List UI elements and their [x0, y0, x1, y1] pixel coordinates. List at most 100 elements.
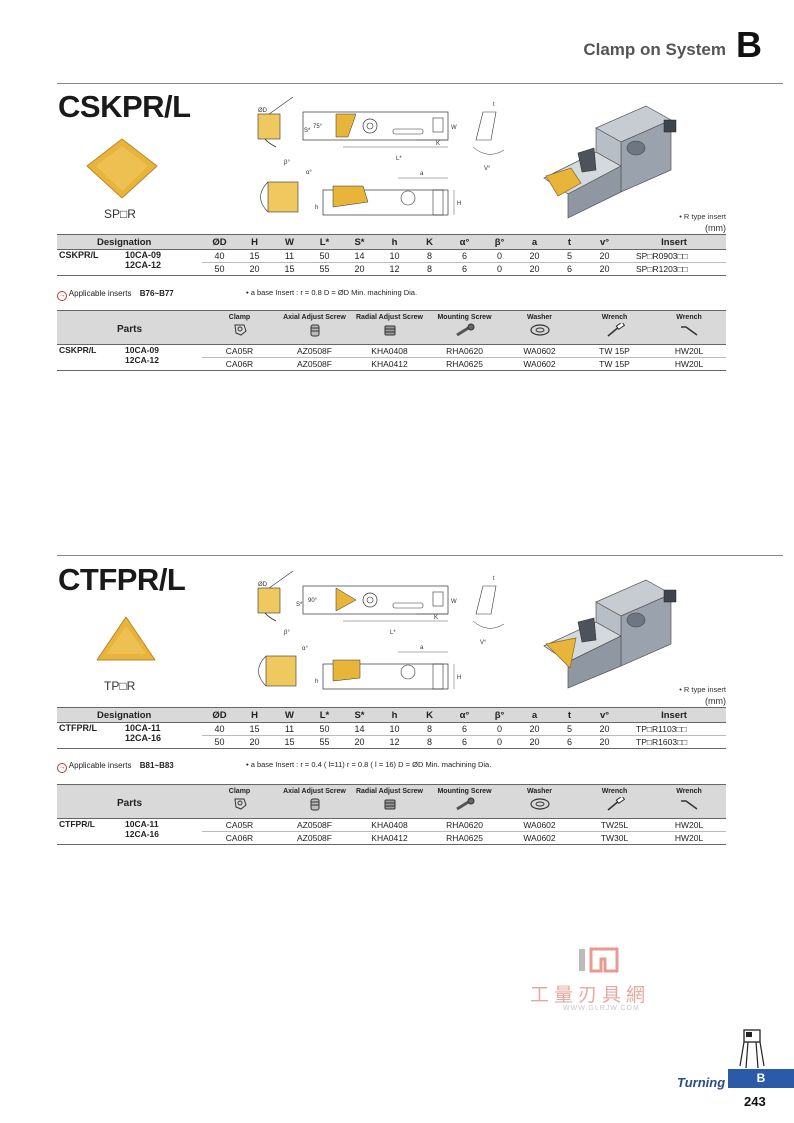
unit-label: (mm): [705, 223, 726, 233]
cell: TW 15P: [577, 344, 652, 358]
diagram-label-alpha: α°: [306, 170, 312, 176]
col-header: β°: [482, 707, 517, 723]
part-header-text: Radial Adjust Screw: [355, 788, 424, 795]
table-row: CTFPR/L 10CA-11 12CA-16 40 15 11 50 14 1…: [57, 722, 726, 749]
diagram-label-t: t: [493, 102, 495, 108]
cell: 15: [237, 722, 272, 736]
cell: RHA0625: [427, 831, 502, 845]
part-header-text: Clamp: [228, 314, 251, 321]
tool-dimension-diagram: ØD S* 90° L* K W t V° β° α° a h H: [257, 570, 505, 690]
cell: 8: [412, 735, 447, 749]
part-header-text: Axial Adjust Screw: [283, 788, 346, 795]
col-header: a: [517, 234, 552, 250]
cell: CA05R: [202, 818, 277, 832]
insert-image-triangle: [96, 616, 156, 661]
cell: KHA0412: [352, 831, 427, 845]
col-header: ØD: [202, 234, 237, 250]
cell: AZ0508F: [277, 831, 352, 845]
col-header: L*: [307, 707, 342, 723]
cell: 0: [482, 735, 517, 749]
torx-wrench-icon: [607, 797, 625, 811]
part-header-text: Wrench: [676, 314, 702, 321]
hex-wrench-icon: [681, 326, 698, 336]
cell: AZ0508F: [277, 344, 352, 358]
col-header: Designation: [57, 234, 202, 250]
applicable-inserts-link[interactable]: → Applicable inserts B81~B83: [57, 761, 174, 773]
cell: 14: [342, 249, 377, 263]
col-header: W: [272, 234, 307, 250]
cell: 6: [447, 249, 482, 263]
table-row: 50 20 15 55 20 12 8 6 0 20 6 20 TP□R1603…: [57, 735, 726, 749]
diagram-label-v: V°: [484, 166, 491, 172]
diagram-label-a: a: [420, 645, 424, 651]
designation-code: 12CA-16: [125, 733, 162, 743]
arrow-circle-icon: →: [57, 763, 67, 773]
clamp-icon: [233, 798, 247, 810]
cell: 8: [412, 262, 447, 276]
col-header: t: [552, 707, 587, 723]
diagram-label-beta: β°: [284, 630, 290, 636]
cell: WA0602: [502, 818, 577, 832]
cell: 50: [202, 262, 237, 276]
series-label: CSKPR/L: [59, 345, 97, 355]
cell: 11: [272, 249, 307, 263]
insert-code: TP□R1103□□: [622, 722, 726, 736]
diagram-label-diameter: ØD: [258, 582, 268, 588]
table-row: 50 20 15 55 20 12 8 6 0 20 6 20 SP□R1203…: [57, 262, 726, 276]
col-header: K: [412, 707, 447, 723]
insert-type-label: SP□R: [104, 207, 136, 221]
cell: RHA0625: [427, 357, 502, 371]
col-header: Designation: [57, 707, 202, 723]
col-header: Insert: [622, 234, 726, 250]
part-header-text: Mounting Screw: [437, 788, 492, 795]
unit-label: (mm): [705, 696, 726, 706]
series-name: CSKPR/L 10CA-09 12CA-12: [57, 344, 202, 371]
footnote: • a base Insert : r = 0.8 D = ØD Min. ma…: [246, 288, 418, 297]
diagram-label-angle: 90°: [308, 598, 318, 604]
insert-code: TP□R1603□□: [622, 735, 726, 749]
applicable-label: Applicable inserts: [68, 289, 132, 298]
col-header: W: [272, 707, 307, 723]
cell: 0: [482, 262, 517, 276]
col-header: v°: [587, 707, 622, 723]
part-header-wrench-hex: Wrench: [652, 784, 726, 819]
designation-code: 10CA-11: [125, 723, 161, 733]
cell: 12: [377, 262, 412, 276]
cell: 6: [447, 735, 482, 749]
col-header: K: [412, 234, 447, 250]
spec-table: Designation ØD H W L* S* h K α° β° a t v…: [57, 707, 726, 749]
part-header-radial: Radial Adjust Screw: [352, 784, 427, 819]
applicable-inserts-link[interactable]: → Applicable inserts B76~B77: [57, 289, 174, 301]
axial-screw-icon: [310, 798, 319, 811]
cell: 50: [307, 722, 342, 736]
mounting-screw-icon: [455, 323, 474, 337]
parts-label: Parts: [57, 784, 202, 819]
cell: TW25L: [577, 818, 652, 832]
cell: AZ0508F: [277, 357, 352, 371]
cell: KHA0408: [352, 818, 427, 832]
part-header-wrench-torx: Wrench: [577, 310, 652, 345]
designation-code: 12CA-12: [125, 260, 162, 270]
cell: 5: [552, 722, 587, 736]
cell: 6: [447, 722, 482, 736]
spec-header-row: Designation ØD H W L* S* h K α° β° a t v…: [57, 234, 726, 250]
table-row: CA06R AZ0508F KHA0412 RHA0625 WA0602 TW …: [57, 357, 726, 371]
cell: 20: [517, 722, 552, 736]
washer-icon: [529, 324, 550, 336]
diagram-label-w: W: [451, 125, 457, 131]
hex-wrench-icon: [681, 800, 698, 810]
cell: 11: [272, 722, 307, 736]
cell: WA0602: [502, 357, 577, 371]
cell: 0: [482, 249, 517, 263]
parts-table: Parts Clamp Axial Adjust Screw Radial Ad…: [57, 310, 726, 371]
series-label: CTFPR/L: [59, 819, 95, 829]
cell: HW20L: [652, 357, 726, 371]
cell: 15: [272, 735, 307, 749]
part-header-wrench-torx: Wrench: [577, 784, 652, 819]
col-header: α°: [447, 707, 482, 723]
cell: CA06R: [202, 357, 277, 371]
mounting-screw-icon: [455, 797, 474, 811]
cell: 10: [377, 249, 412, 263]
cell: 6: [552, 262, 587, 276]
diagram-label-big-h: H: [457, 675, 461, 681]
